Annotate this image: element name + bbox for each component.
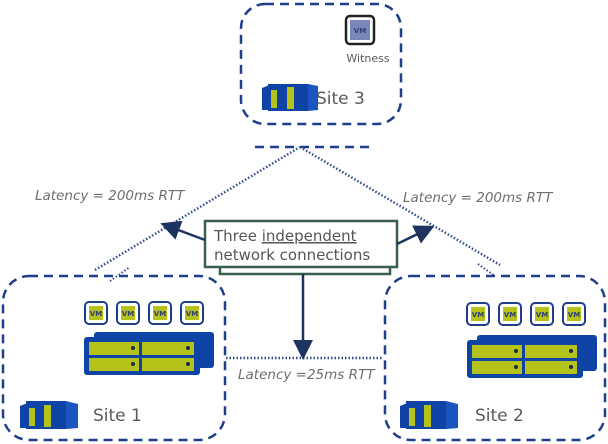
callout-arrow-left [160,220,206,242]
vm-icon: VM [498,302,522,326]
server-stack-icon [467,335,597,378]
callout-border [203,219,399,269]
site2-label: Site 2 [475,406,524,426]
vm-label: VM [154,310,166,318]
callout-line1-prefix: Three [213,227,262,245]
site1-label: Site 1 [93,406,142,426]
latency-label-site2-site3: Latency = 200ms RTT [403,190,554,206]
latency-label-site1-site2: Latency =25ms RTT [238,367,376,383]
vm-label: VM [472,311,484,319]
vm-label: VM [504,311,516,319]
vm-icon: VM [466,302,490,326]
witness-vm-label: VM [354,27,366,35]
callout-arrow-right [396,225,435,246]
vm-icon: VM [148,301,172,325]
vm-label: VM [122,310,134,318]
callout-bracket [218,268,392,276]
link-site2-site3-tail [477,263,496,277]
vm-label: VM [90,310,102,318]
datacenter-icon [20,401,78,429]
latency-label-site1-site3: Latency = 200ms RTT [35,188,186,204]
site3-label: Site 3 [316,89,365,109]
vm-label: VM [536,311,548,319]
callout-line2: network connections [214,246,370,264]
vm-icon: VM [530,302,554,326]
site1-container: VM VM VM VM [1,274,227,442]
datacenter-icon [262,84,318,111]
vm-icon: VM [562,302,586,326]
vm-label: VM [568,311,580,319]
vm-icon: VM [116,301,140,325]
link-site1-site3 [94,145,301,272]
witness-label: Witness [346,52,389,65]
witness-vm-icon: VM [344,14,376,46]
site2-border [383,274,607,442]
site2-vms: VM VM VM VM [466,302,586,326]
callout-line1-emphasis: independent [262,227,357,245]
site2-container: VM VM VM VM [383,274,607,442]
site1-vms: VM VM VM VM [84,301,204,325]
link-site2-site3 [299,145,501,267]
callout-line1: Three independent [213,227,357,245]
link-site1-site3-tail [109,266,131,282]
datacenter-icon [400,401,458,429]
vm-icon: VM [180,301,204,325]
site3-border [239,2,403,126]
server-stack-icon [84,332,214,375]
site3-container: VM Witness Site 3 [239,2,403,126]
vm-icon: VM [84,301,108,325]
vm-label: VM [186,310,198,318]
callout: Three independent network connections [160,219,435,360]
